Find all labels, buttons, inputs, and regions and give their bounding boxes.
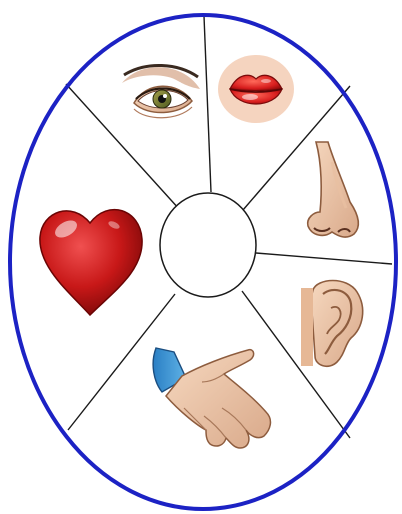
ear-icon — [301, 281, 363, 367]
heart-icon — [40, 210, 142, 315]
divider-eye-lips — [204, 16, 211, 192]
eye-icon — [122, 65, 200, 117]
hand-icon — [153, 348, 270, 448]
lips-icon — [218, 55, 294, 123]
center-hub — [160, 193, 256, 297]
divider-nose-ear — [256, 253, 392, 264]
nose-icon — [308, 142, 359, 237]
